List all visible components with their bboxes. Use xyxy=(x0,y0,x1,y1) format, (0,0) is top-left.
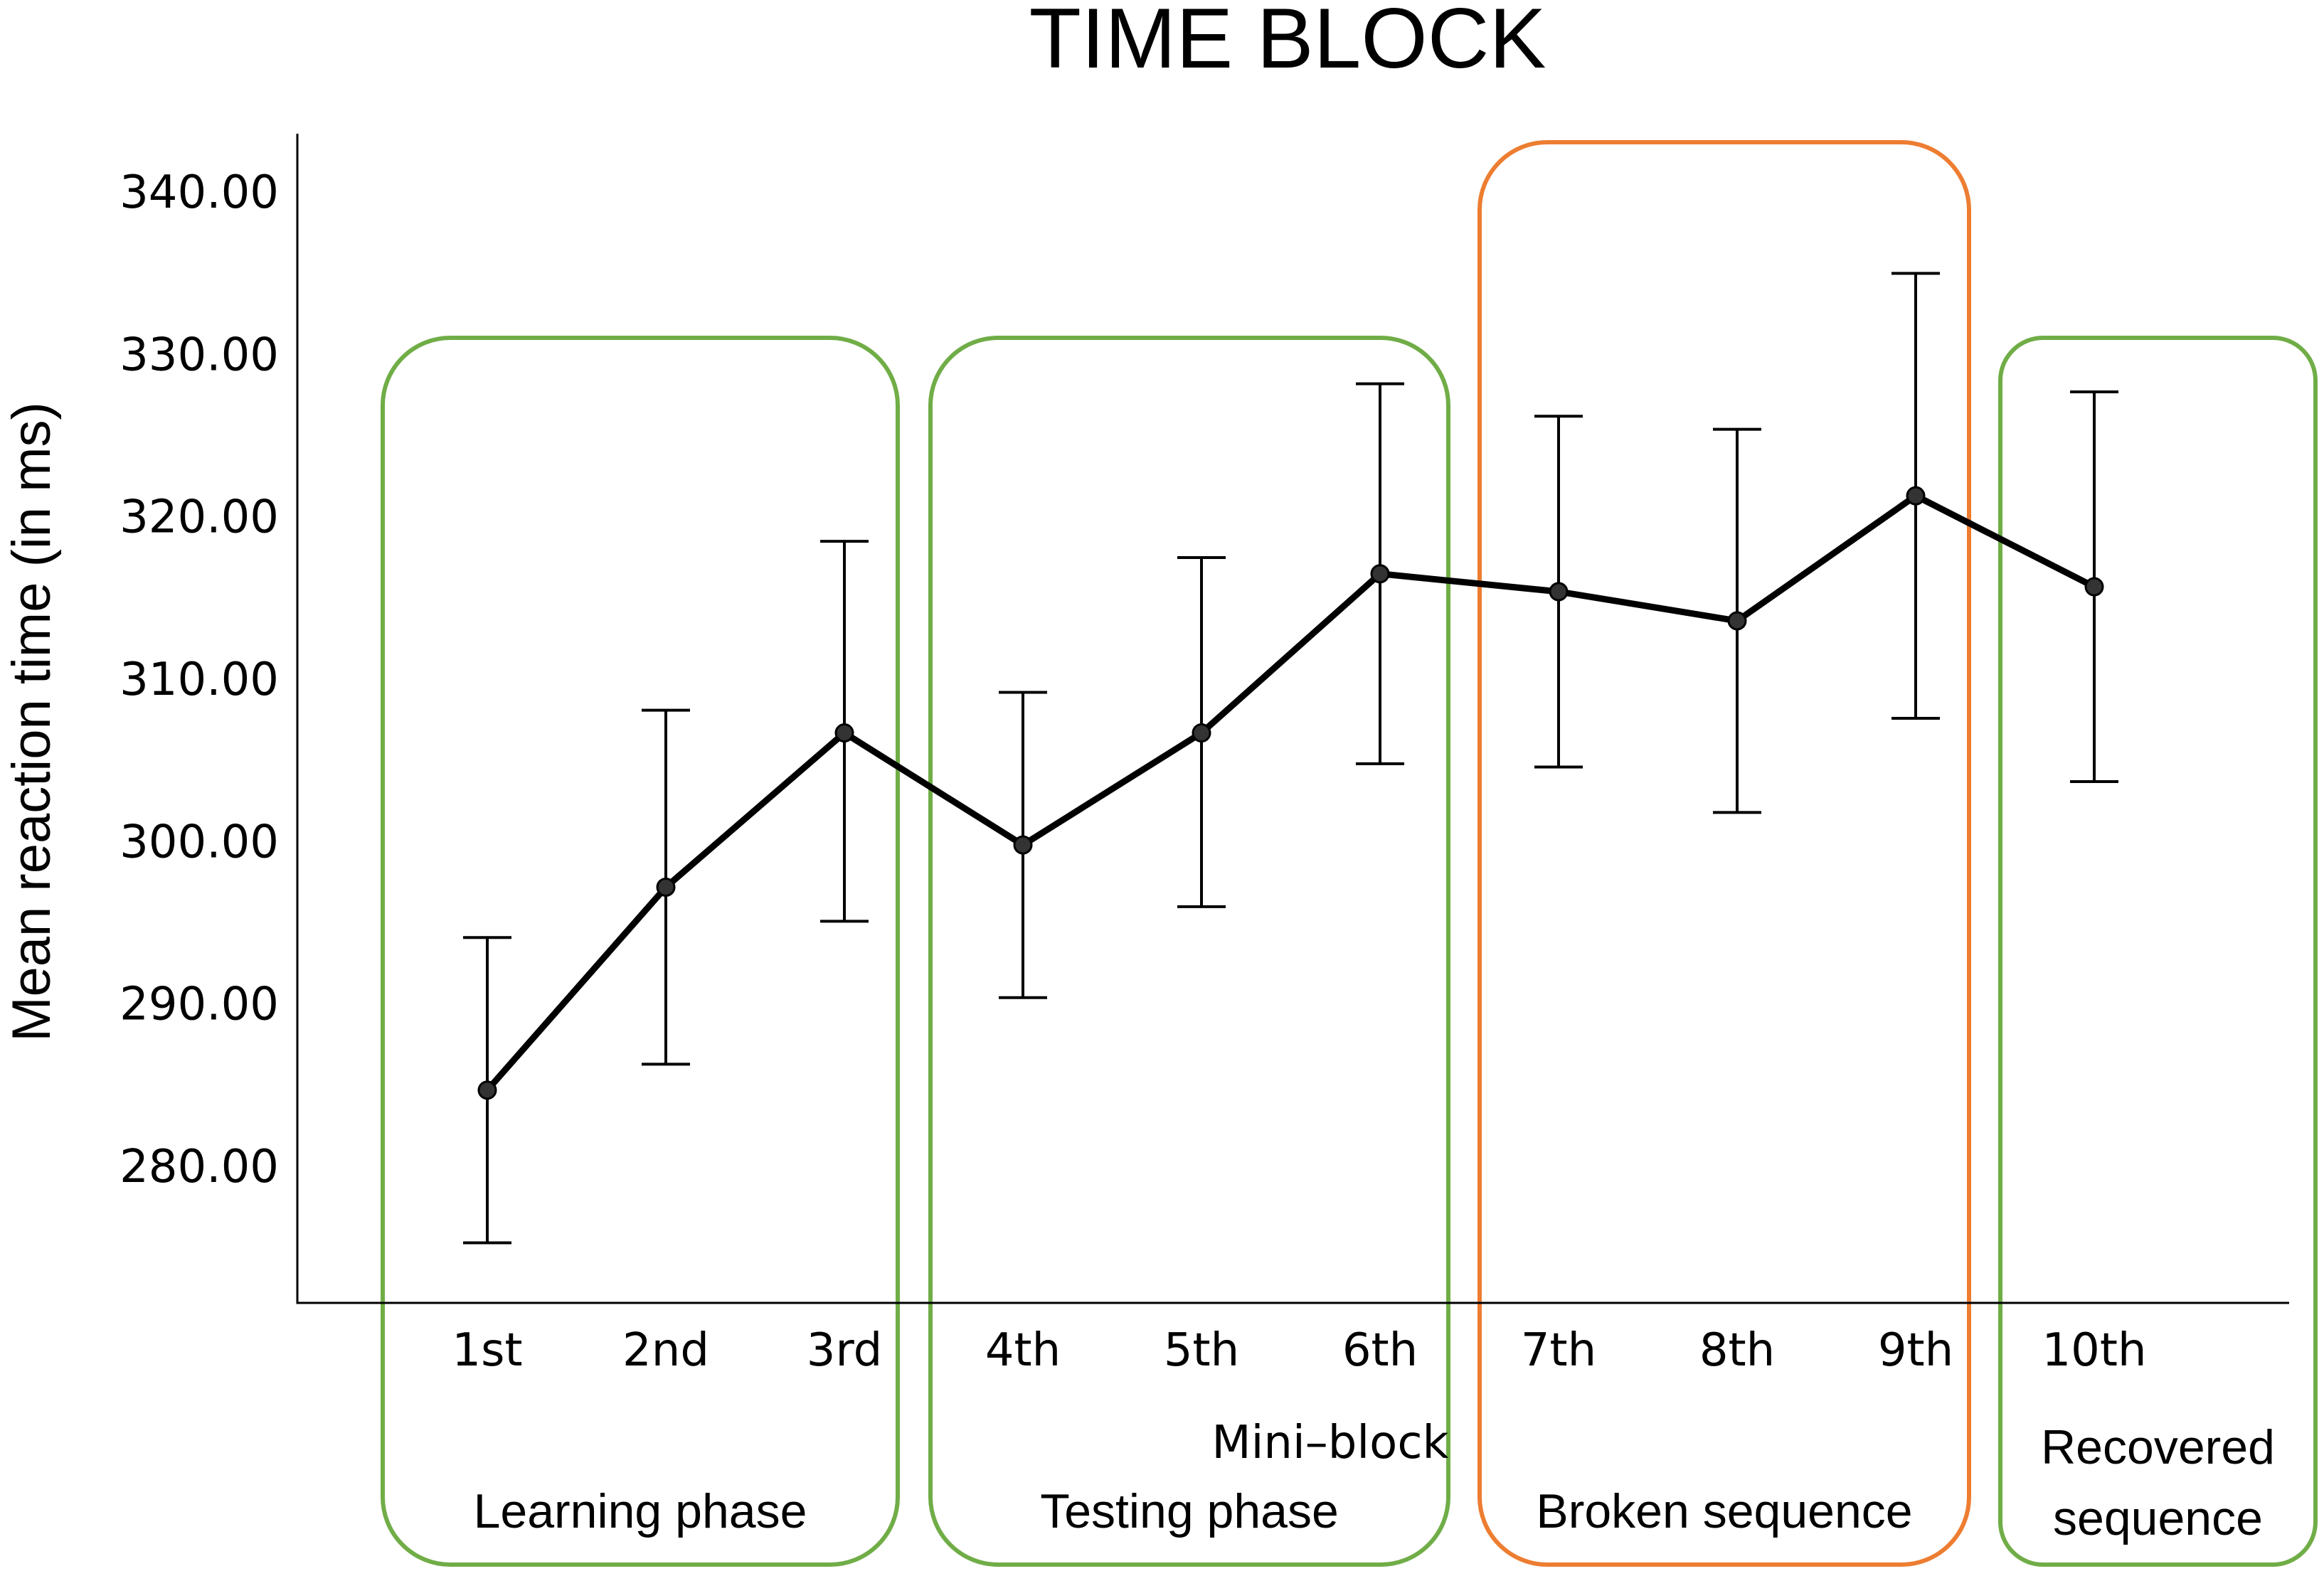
data-point xyxy=(1549,582,1569,602)
data-point xyxy=(2084,577,2104,597)
data-point xyxy=(656,877,676,897)
y-tick-label: 310.00 xyxy=(120,654,279,706)
x-tick-label: 1st xyxy=(452,1324,522,1377)
phase-regions: Learning phase Testing phase Broken sequen… xyxy=(381,140,2318,1567)
error-bars xyxy=(463,272,2118,1245)
data-point xyxy=(1727,611,1747,631)
y-tick-label: 330.00 xyxy=(120,329,279,381)
data-markers xyxy=(477,486,2104,1100)
axes xyxy=(296,134,2289,1304)
phase-region-box xyxy=(1477,140,1971,1567)
data-point xyxy=(1013,835,1033,855)
phase-region-label: Testing phase xyxy=(1040,1484,1339,1538)
y-tick-label: 340.00 xyxy=(120,166,279,219)
phase-region-label: Broken sequence xyxy=(1536,1484,1912,1538)
y-tick-label: 320.00 xyxy=(120,491,279,544)
phase-region-box xyxy=(928,336,1450,1567)
x-tick-label: 7th xyxy=(1521,1324,1596,1377)
phase-region-box xyxy=(381,336,900,1567)
x-tick-label: 10th xyxy=(2042,1324,2146,1377)
data-point xyxy=(1370,564,1390,584)
x-axis-ticks: 1st 2nd 3rd 4th 5th 6th 7th 8th 9th 10th xyxy=(452,1324,2146,1377)
x-tick-label: 8th xyxy=(1699,1324,1775,1377)
x-tick-label: 5th xyxy=(1164,1324,1239,1377)
y-tick-label: 300.00 xyxy=(120,816,279,868)
y-axis-ticks: 280.00 290.00 300.00 310.00 320.00 330.00 340.… xyxy=(120,166,279,1193)
x-tick-label: 6th xyxy=(1342,1324,1418,1377)
data-point xyxy=(477,1080,497,1100)
x-tick-label: 3rd xyxy=(807,1324,883,1377)
y-axis-label: Mean reaction time (in ms) xyxy=(1,402,62,1042)
x-tick-label: 4th xyxy=(985,1324,1061,1377)
chart-title: TIME BLOCK xyxy=(1029,0,1546,86)
x-tick-label: 9th xyxy=(1878,1324,1953,1377)
x-tick-label: 2nd xyxy=(622,1324,709,1377)
y-tick-label: 280.00 xyxy=(120,1141,279,1193)
phase-region-box xyxy=(1998,336,2318,1567)
data-point xyxy=(1192,723,1211,743)
y-tick-label: 290.00 xyxy=(120,979,279,1031)
phase-region-label: Learning phase xyxy=(474,1484,807,1538)
data-point xyxy=(1906,486,1926,506)
series-line xyxy=(484,492,2096,1092)
x-axis-label: Mini–block xyxy=(1211,1417,1448,1469)
data-point xyxy=(834,723,854,743)
